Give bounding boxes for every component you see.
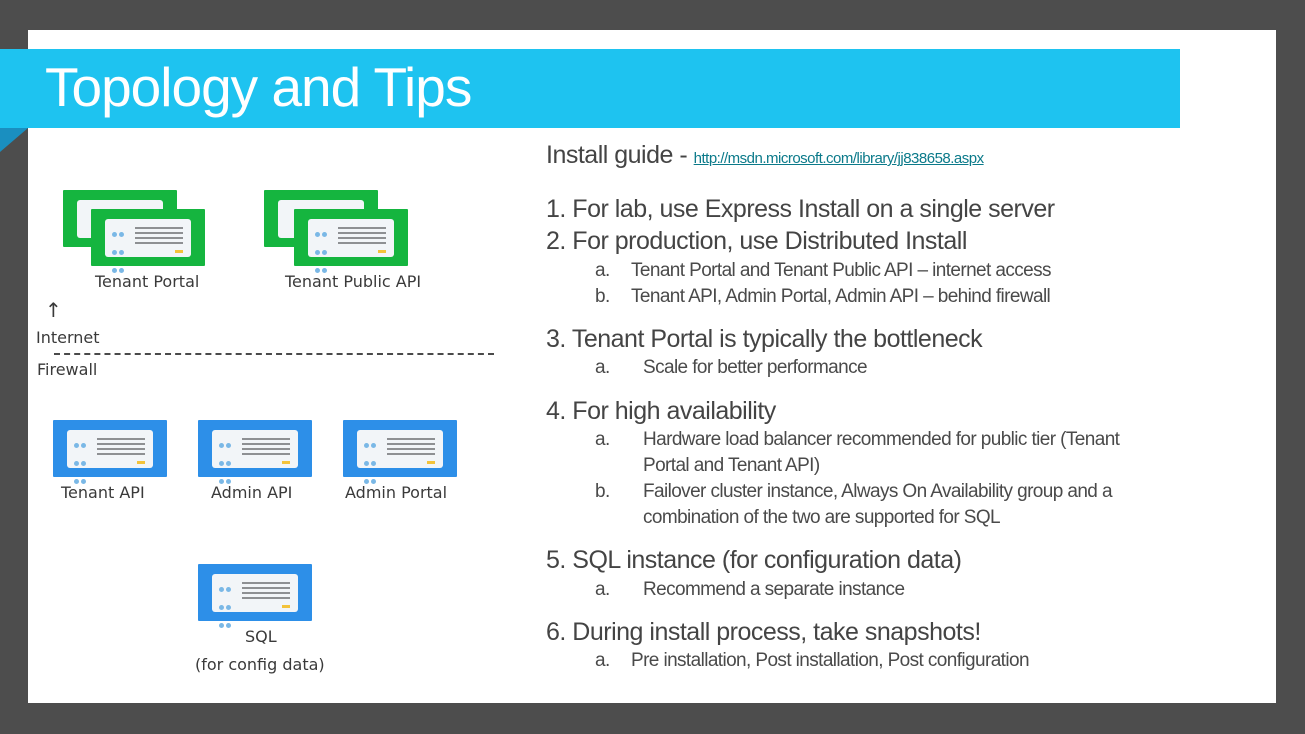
title-fold-accent <box>0 128 28 152</box>
admin-portal-label: Admin Portal <box>345 483 448 502</box>
up-arrow-icon: ↑ <box>45 298 62 322</box>
list-item-6: 6. During install process, take snapshot… <box>546 618 981 646</box>
sub-item-marker: a. <box>595 429 610 450</box>
tenant-api-server <box>53 420 167 484</box>
admin-portal-server <box>343 420 457 484</box>
sub-item: Failover cluster instance, Always On Ava… <box>643 481 1113 502</box>
admin-api-server <box>198 420 312 484</box>
sub-item: Tenant Portal and Tenant Public API – in… <box>631 260 1052 281</box>
sql-server <box>198 564 312 628</box>
firewall-divider <box>54 353 494 355</box>
page-title: Topology and Tips <box>45 56 472 118</box>
title-tab-accent <box>0 49 28 128</box>
sub-item-marker: a. <box>595 357 610 378</box>
tenant-portal-server <box>91 209 205 273</box>
sub-item: Scale for better performance <box>643 357 868 378</box>
sql-label: SQL <box>245 627 277 646</box>
title-bar <box>28 49 1180 128</box>
sub-item-marker: b. <box>595 286 610 307</box>
sub-item-continuation: combination of the two are supported for… <box>643 507 1001 528</box>
sub-item: Pre installation, Post installation, Pos… <box>631 650 1030 671</box>
slide: Topology and Tips Tenant Portal Tenant P… <box>28 30 1276 703</box>
tenant-portal-label: Tenant Portal <box>95 272 200 291</box>
sub-item: Hardware load balancer recommended for p… <box>643 429 1120 450</box>
firewall-label: Firewall <box>37 360 98 379</box>
tenant-api-label: Tenant API <box>61 483 145 502</box>
install-guide: Install guide - http://msdn.microsoft.co… <box>546 141 984 170</box>
admin-api-label: Admin API <box>211 483 293 502</box>
list-item-5: 5. SQL instance (for configuration data) <box>546 546 962 574</box>
sub-item: Tenant API, Admin Portal, Admin API – be… <box>631 286 1051 307</box>
tenant-public-api-server <box>294 209 408 273</box>
install-guide-link[interactable]: http://msdn.microsoft.com/library/jj8386… <box>693 150 984 167</box>
list-item-2: 2. For production, use Distributed Insta… <box>546 227 967 255</box>
sub-item: Recommend a separate instance <box>643 579 905 600</box>
sub-item-continuation: Portal and Tenant API) <box>643 455 820 476</box>
list-item-1: 1. For lab, use Express Install on a sin… <box>546 195 1055 223</box>
sub-item-marker: a. <box>595 650 610 671</box>
sql-sublabel: (for config data) <box>195 655 325 674</box>
internet-label: Internet <box>36 328 100 347</box>
sub-item-marker: b. <box>595 481 610 502</box>
install-guide-label: Install guide - <box>546 141 694 169</box>
sub-item-marker: a. <box>595 579 610 600</box>
list-item-3: 3. Tenant Portal is typically the bottle… <box>546 325 983 353</box>
list-item-4: 4. For high availability <box>546 397 776 425</box>
sub-item-marker: a. <box>595 260 610 281</box>
tenant-public-api-label: Tenant Public API <box>285 272 422 291</box>
